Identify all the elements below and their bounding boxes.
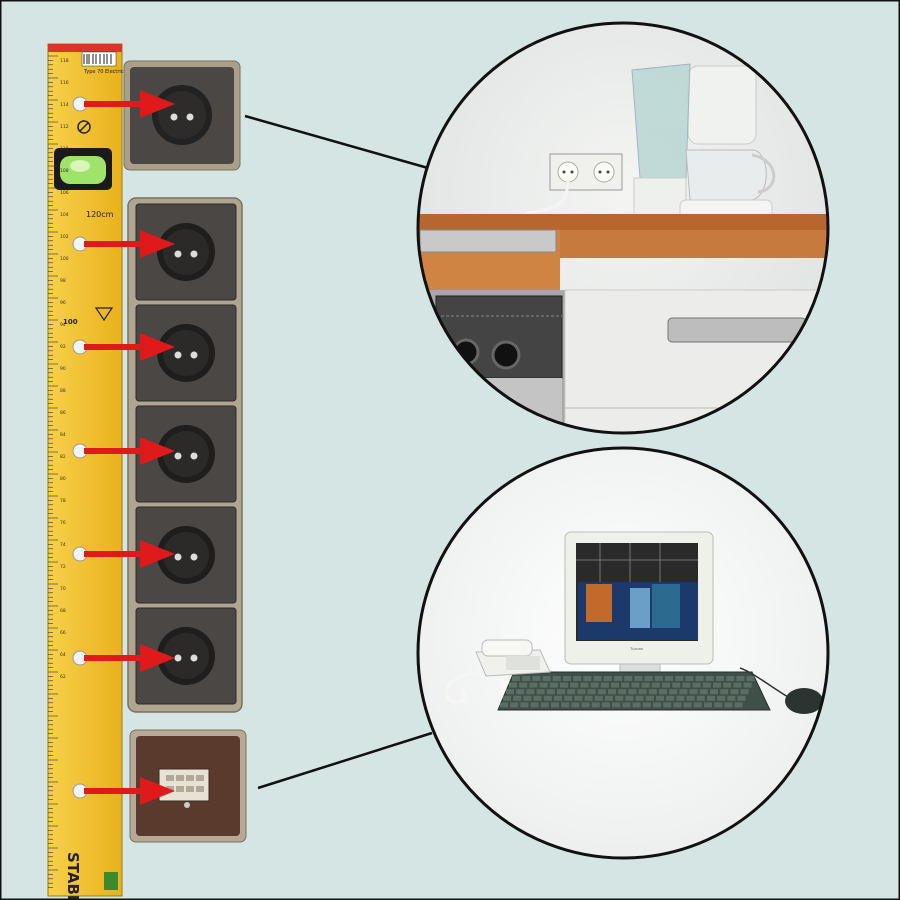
ruler-tick-label: 102	[60, 234, 69, 240]
phone-cord	[444, 670, 479, 704]
mouse	[785, 688, 823, 714]
kitchen-scene	[416, 21, 830, 435]
socket-outlet	[135, 304, 237, 402]
monitor-brand: Tuxcan	[630, 646, 643, 651]
socket-outlet	[135, 203, 237, 301]
sink	[419, 229, 557, 253]
ruler-tick-label: 108	[60, 168, 69, 174]
height-arrows	[72, 90, 175, 805]
arrow-icon	[84, 540, 175, 568]
socket-outlet	[135, 405, 237, 503]
arrow-icon	[84, 90, 175, 118]
arrow-icon	[84, 644, 175, 672]
ruler-tick-label: 64	[60, 652, 66, 658]
ruler-tick-label: 110	[60, 146, 69, 152]
ruler-tick-label: 104	[60, 212, 69, 218]
prohibition-icon	[77, 120, 91, 134]
end-cap	[104, 872, 118, 890]
socket-stack	[127, 197, 243, 713]
ruler-tick-label: 114	[60, 102, 69, 108]
mouse-cable	[739, 667, 789, 698]
level-mark-icon	[94, 307, 114, 322]
socket-top-single	[123, 60, 241, 171]
ruler-tick-label: 70	[60, 586, 66, 592]
arrow-icon	[84, 333, 175, 361]
ruler-tick-label: 98	[60, 278, 66, 284]
ruler-tick-label: 86	[60, 410, 66, 416]
ruler-tick-label: 76	[60, 520, 66, 526]
ruler-tick-label: 78	[60, 498, 66, 504]
ruler-scale: 118 116 114 112 110 108 106 104 102 100 98 96 94 92 90…	[48, 55, 69, 888]
ruler-tick-label: 118	[60, 58, 69, 64]
computer-monitor: Tuxcan	[564, 531, 714, 675]
ruler-tick-label: 62	[60, 674, 66, 680]
ruler-tick-label: 94	[60, 322, 66, 328]
ruler-tick-label: 80	[60, 476, 66, 482]
arrow-icon	[84, 437, 175, 465]
keyboard	[497, 671, 771, 711]
ruler-tick-label: 96	[60, 300, 66, 306]
ruler-brand: STABILA	[64, 852, 82, 900]
countertop	[418, 214, 828, 230]
spirit-level-ruler: Type 70 Electric 120cm 100 1181161141121…	[47, 43, 124, 900]
socket-outlet	[135, 506, 237, 604]
ruler-mark-100: 100	[63, 318, 78, 326]
office-scene: Tuxcan	[416, 446, 830, 860]
ruler-tick-label: 112	[60, 124, 69, 130]
ruler-tick-label: 84	[60, 432, 66, 438]
ruler-tick-label: 92	[60, 344, 66, 350]
connector-line-office	[257, 731, 433, 790]
telephone	[444, 639, 551, 704]
ruler-tick-label: 106	[60, 190, 69, 196]
ruler-tick-label: 116	[60, 80, 69, 86]
ruler-tick-label: 88	[60, 388, 66, 394]
ruler-tick-label: 90	[60, 366, 66, 372]
ruler-tick-label: 74	[60, 542, 66, 548]
data-outlet	[129, 729, 247, 843]
ruler-model: Type 70 Electric	[83, 69, 124, 75]
cabinet-handle	[667, 317, 807, 343]
ruler-length: 120cm	[86, 210, 114, 219]
ruler-tick-label: 82	[60, 454, 66, 460]
arrow-icon	[84, 777, 175, 805]
ruler-tick-label: 66	[60, 630, 66, 636]
connector-line-kitchen	[244, 114, 429, 170]
ruler-tick-label: 68	[60, 608, 66, 614]
arrow-icon	[84, 230, 175, 258]
ruler-tick-label: 100	[60, 256, 69, 262]
ruler-tick-label: 72	[60, 564, 66, 570]
